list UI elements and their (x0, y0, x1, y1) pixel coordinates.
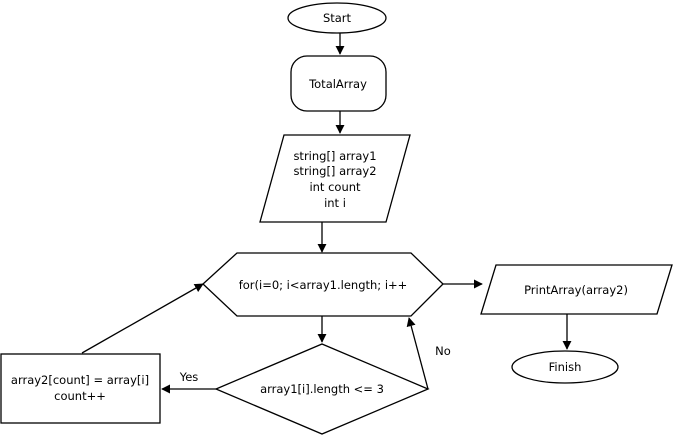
totalarray-node: TotalArray (290, 55, 387, 112)
assign-line-2: count++ (54, 389, 106, 403)
declaration-line-1: string[] array1 (293, 149, 376, 163)
finish-node: Finish (511, 350, 619, 384)
declaration-line-3: int count (309, 180, 361, 194)
assign-node: array2[count] = array[i] count++ (0, 353, 161, 424)
edge-condition-no-to-for (406, 317, 429, 390)
yes-edge-label: Yes (179, 370, 199, 384)
totalarray-label: TotalArray (308, 77, 367, 91)
assign-line-1: array2[count] = array[i] (11, 373, 149, 387)
edge-assign-to-for (81, 283, 204, 354)
for-loop-label: for(i=0; i<array1.length; i++ (239, 278, 408, 292)
declaration-line-2: string[] array2 (293, 164, 376, 178)
finish-label: Finish (549, 360, 582, 374)
condition-node: array1[i].length <= 3 (214, 343, 430, 435)
no-edge-label: No (435, 344, 451, 358)
declarations-node: string[] array1 string[] array2 int coun… (259, 134, 411, 223)
print-label: PrintArray(array2) (524, 283, 628, 297)
start-label: Start (323, 11, 352, 25)
start-node: Start (287, 2, 387, 34)
for-loop-node: for(i=0; i<array1.length; i++ (202, 252, 444, 317)
declaration-line-4: int i (324, 196, 346, 210)
condition-label: array1[i].length <= 3 (260, 382, 384, 396)
print-node: PrintArray(array2) (480, 264, 673, 315)
